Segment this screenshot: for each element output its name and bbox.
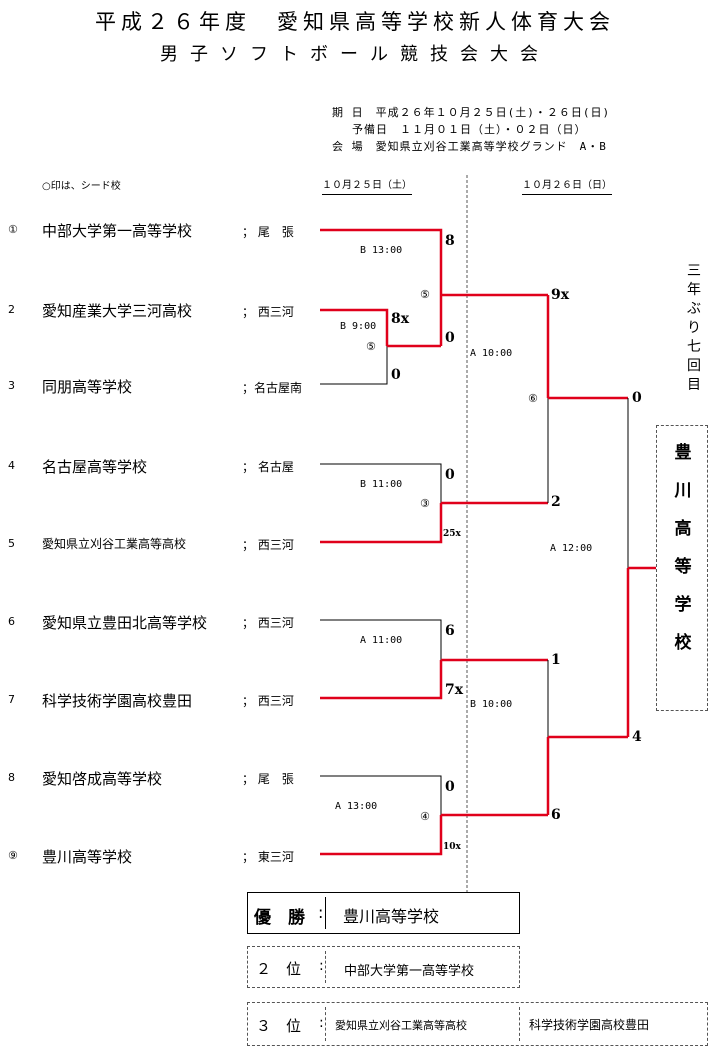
match-number: ④ bbox=[420, 810, 430, 823]
result-divider bbox=[325, 951, 326, 983]
match-time: A 10:00 bbox=[470, 348, 513, 359]
line-team6 bbox=[320, 619, 442, 660]
match-score: 4 bbox=[632, 729, 642, 745]
match-time: A 12:00 bbox=[550, 543, 593, 554]
result-divider bbox=[325, 1007, 326, 1041]
team-region: ； 西三河 bbox=[242, 538, 294, 552]
team-number: 5 bbox=[8, 537, 15, 550]
spare-date: 予備日 １１月０１日（土）・０２日（日） bbox=[352, 123, 587, 136]
match-score: 10x bbox=[443, 842, 461, 852]
team-region: ； 東三河 bbox=[242, 850, 294, 864]
champion-name: 豊川高等学校 bbox=[674, 443, 692, 653]
match-score: 25x bbox=[443, 529, 461, 539]
result-divider bbox=[519, 1007, 520, 1041]
team-name: 中部大学第一高等学校 bbox=[42, 222, 193, 240]
match-score: 8 bbox=[445, 233, 455, 249]
result-first: 優 勝 : 豊川高等学校 bbox=[247, 892, 520, 934]
team-name: 愛知県立刈谷工業高等高校 bbox=[42, 537, 187, 551]
match-number: ③ bbox=[420, 497, 430, 510]
match-time: B 13:00 bbox=[360, 245, 403, 256]
match-score: 0 bbox=[391, 367, 401, 383]
match-score: 8x bbox=[391, 311, 410, 327]
champion-note: 三年ぶり七回目 bbox=[687, 263, 701, 393]
result-divider bbox=[325, 897, 326, 929]
team-number: 6 bbox=[8, 615, 15, 628]
page-subtitle: 男子ソフトボール競技会大会 bbox=[160, 44, 550, 65]
seed-note: ○印は、シード校 bbox=[42, 181, 121, 192]
team-name: 名古屋高等学校 bbox=[42, 458, 148, 476]
result-colon: : bbox=[319, 958, 324, 974]
team-region: ； 尾 張 bbox=[242, 772, 294, 786]
team-number: 7 bbox=[8, 693, 15, 706]
team-number: 2 bbox=[8, 303, 15, 316]
result-second-label: ２ 位 bbox=[256, 960, 302, 978]
day2-header: １０月２６日（日） bbox=[522, 176, 612, 195]
team-name: 愛知産業大学三河高校 bbox=[42, 302, 193, 320]
match-score: 0 bbox=[445, 467, 455, 483]
match-score: 6 bbox=[551, 807, 561, 823]
team-name: 愛知県立豊田北高等学校 bbox=[42, 614, 208, 632]
result-first-label: 優 勝 bbox=[254, 908, 305, 928]
team-region: ； 尾 張 bbox=[242, 225, 294, 239]
team-name: 愛知啓成高等学校 bbox=[42, 770, 163, 788]
result-third: ３ 位 : 愛知県立刈谷工業高等高校 科学技術学園高校豊田 bbox=[247, 1002, 708, 1046]
line-team4 bbox=[320, 463, 442, 503]
team-region: ； 西三河 bbox=[242, 616, 294, 630]
result-colon: : bbox=[318, 903, 324, 922]
match-score: 1 bbox=[551, 652, 561, 668]
team-number: 3 bbox=[8, 379, 15, 392]
match-number: ⑤ bbox=[420, 288, 430, 301]
match-score: 9x bbox=[551, 287, 570, 303]
line-team1-win bbox=[320, 228, 443, 295]
venue: 会 場 愛知県立刈谷工業高等学校グランド A・B bbox=[332, 140, 607, 153]
result-first-team: 豊川高等学校 bbox=[343, 907, 440, 926]
event-date: 期 日 平成２６年１０月２５日(土)・２６日(日) bbox=[332, 106, 611, 119]
team-number: 8 bbox=[8, 771, 15, 784]
match-score: 7x bbox=[445, 682, 464, 698]
match-number: ⑥ bbox=[528, 392, 538, 405]
team-number: ① bbox=[8, 223, 18, 236]
team-region: ； 西三河 bbox=[242, 305, 294, 319]
result-second: ２ 位 : 中部大学第一高等学校 bbox=[247, 946, 520, 988]
result-third-team: 愛知県立刈谷工業高等高校 bbox=[335, 1019, 467, 1032]
line-team2-win bbox=[320, 308, 389, 346]
match-number: ⑤ bbox=[366, 340, 376, 353]
team-name: 豊川高等学校 bbox=[42, 848, 133, 866]
page-title: 平成２６年度 愛知県高等学校新人体育大会 bbox=[95, 10, 615, 34]
match-time: B 10:00 bbox=[470, 699, 513, 710]
line-team7-win bbox=[320, 660, 443, 700]
result-second-team: 中部大学第一高等学校 bbox=[344, 964, 475, 979]
result-third-label: ３ 位 bbox=[256, 1017, 302, 1035]
result-colon: : bbox=[319, 1015, 324, 1031]
team-region: ； 西三河 bbox=[242, 694, 294, 708]
match-time: B 11:00 bbox=[360, 479, 403, 490]
champion-box: 豊川高等学校 bbox=[656, 425, 708, 711]
match-score: 2 bbox=[551, 494, 561, 510]
line-team3 bbox=[320, 346, 388, 385]
team-number: 4 bbox=[8, 459, 15, 472]
match-score: 0 bbox=[445, 779, 455, 795]
match-time: B 9:00 bbox=[340, 321, 377, 332]
match-score: 0 bbox=[445, 330, 455, 346]
line-team9-win bbox=[320, 815, 443, 856]
match-score: 6 bbox=[445, 623, 455, 639]
result-third-team: 科学技術学園高校豊田 bbox=[529, 1018, 650, 1032]
team-number: ⑨ bbox=[8, 849, 18, 862]
team-region: ；名古屋南 bbox=[242, 381, 303, 395]
team-region: ； 名古屋 bbox=[242, 460, 294, 474]
day1-header: １０月２５日（土） bbox=[322, 176, 412, 195]
line-team8 bbox=[320, 775, 442, 815]
match-time: A 13:00 bbox=[335, 801, 378, 812]
match-time: A 11:00 bbox=[360, 635, 403, 646]
match-score: 0 bbox=[632, 390, 642, 406]
team-name: 科学技術学園高校豊田 bbox=[42, 692, 193, 710]
line-team5-win bbox=[320, 503, 443, 544]
team-name: 同朋高等学校 bbox=[42, 378, 133, 396]
